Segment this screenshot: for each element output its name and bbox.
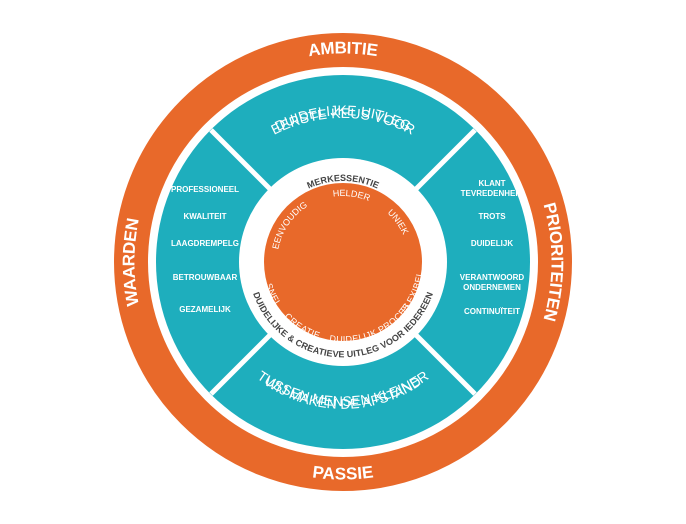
outer-label-left: WAARDEN	[119, 217, 142, 308]
divider-nw	[209, 128, 282, 201]
right-item: TROTS	[478, 212, 506, 221]
right-item: KLANT	[478, 179, 505, 188]
outer-label-top: AMBITIE	[307, 38, 379, 60]
left-item: PROFESSIONEEL	[171, 185, 239, 194]
divider-ne	[404, 128, 477, 201]
left-segment-list: PROFESSIONEEL KWALITEIT LAAGDREMPELG BET…	[171, 185, 239, 314]
divider-se	[404, 323, 477, 396]
right-item: VERANTWOORD	[460, 273, 525, 282]
left-item: BETROUWBAAR	[173, 273, 238, 282]
outer-label-bottom: PASSIE	[312, 462, 375, 483]
core-circle	[264, 183, 422, 341]
left-item: GEZAMELIJK	[179, 305, 231, 314]
left-item: KWALITEIT	[183, 212, 226, 221]
right-item: CONTINUÏTEIT	[464, 307, 520, 316]
right-item: DUIDELIJK	[471, 239, 513, 248]
right-item: ONDERNEMEN	[463, 283, 521, 292]
divider-sw	[209, 323, 282, 396]
right-segment-list: KLANT TEVREDENHEID TROTS DUIDELIJK VERAN…	[460, 179, 525, 316]
right-item: TEVREDENHEID	[461, 189, 524, 198]
outer-ring	[114, 33, 572, 491]
left-item: LAAGDREMPELG	[171, 239, 239, 248]
